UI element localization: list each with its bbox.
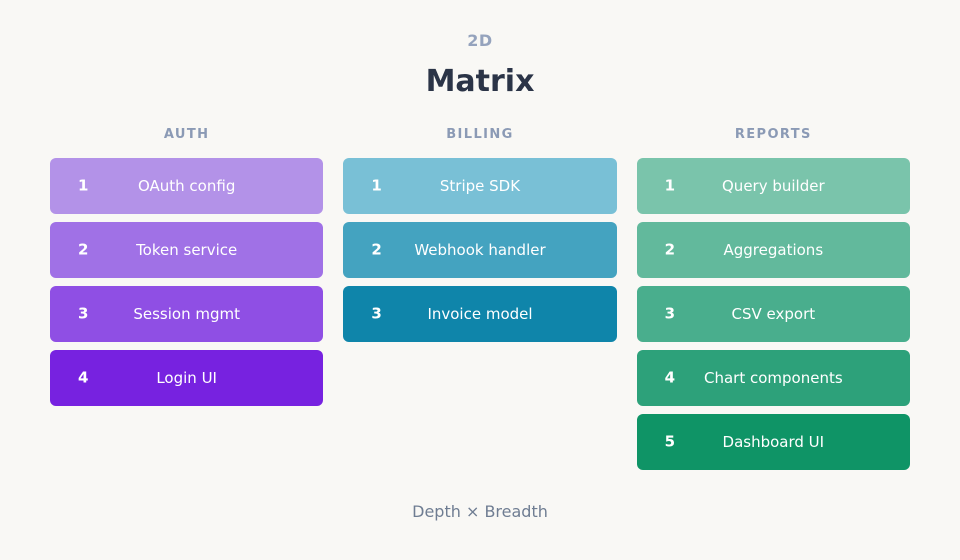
card-number: 1 (78, 176, 89, 195)
card-number: 4 (78, 368, 89, 387)
card-number: 2 (664, 240, 676, 259)
card-label: OAuth config (137, 176, 236, 195)
matrix-card[interactable]: 4 Chart components (636, 350, 910, 406)
column-header: AUTH (163, 127, 210, 142)
card-label: Webhook handler (414, 240, 546, 259)
matrix-card[interactable]: 5 Dashboard UI (636, 414, 910, 470)
matrix-card[interactable]: 2 Aggregations (636, 222, 910, 278)
column-header: REPORTS (734, 127, 812, 142)
matrix-card[interactable]: 4 Login UI (50, 350, 324, 406)
card-number: 1 (371, 176, 382, 195)
card-number: 3 (371, 304, 382, 323)
card-label: Aggregations (723, 240, 824, 259)
matrix-column: BILLING 1 Stripe SDK 2 Webhook handler 3 Invoi… (343, 127, 617, 342)
matrix-column: REPORTS 1 Query builder 2 Aggregations 3 CSV e… (636, 127, 910, 470)
card-number: 2 (371, 240, 382, 259)
card-label: Token service (136, 240, 238, 259)
card-list: 1 Query builder 2 Aggregations 3 CSV export 4 C… (636, 158, 910, 470)
page-header: 2D Matrix (0, 33, 960, 97)
card-number: 4 (664, 368, 676, 387)
matrix-card[interactable]: 1 Stripe SDK (343, 158, 617, 214)
column-header: BILLING (446, 127, 514, 142)
card-number: 3 (78, 304, 89, 323)
card-label: Dashboard UI (722, 432, 825, 451)
card-number: 1 (664, 176, 676, 195)
matrix-columns: AUTH 1 OAuth config 2 Token service 3 Session … (50, 128, 910, 470)
matrix-column: AUTH 1 OAuth config 2 Token service 3 Session … (50, 127, 324, 406)
card-label: Invoice model (427, 304, 533, 323)
card-list: 1 Stripe SDK 2 Webhook handler 3 Invoice mode… (343, 158, 617, 342)
card-number: 2 (78, 240, 89, 259)
card-list: 1 OAuth config 2 Token service 3 Session mgmt… (50, 158, 324, 406)
card-label: Stripe SDK (439, 176, 521, 195)
matrix-card[interactable]: 3 Invoice model (343, 286, 617, 342)
matrix-card[interactable]: 3 Session mgmt (50, 286, 324, 342)
card-label: CSV export (731, 304, 816, 323)
matrix-card[interactable]: 3 CSV export (636, 286, 910, 342)
matrix-card[interactable]: 1 OAuth config (50, 158, 324, 214)
page-eyebrow: 2D (467, 31, 493, 50)
card-number: 3 (664, 304, 676, 323)
matrix-card[interactable]: 1 Query builder (636, 158, 910, 214)
card-label: Login UI (156, 368, 217, 387)
footer-caption: Depth × Breadth (412, 502, 548, 521)
matrix-card[interactable]: 2 Webhook handler (343, 222, 617, 278)
page-title: Matrix (425, 64, 535, 99)
card-label: Session mgmt (133, 304, 240, 323)
card-label: Query builder (722, 176, 825, 195)
card-label: Chart components (703, 368, 843, 387)
matrix-card[interactable]: 2 Token service (50, 222, 324, 278)
card-number: 5 (664, 432, 676, 451)
